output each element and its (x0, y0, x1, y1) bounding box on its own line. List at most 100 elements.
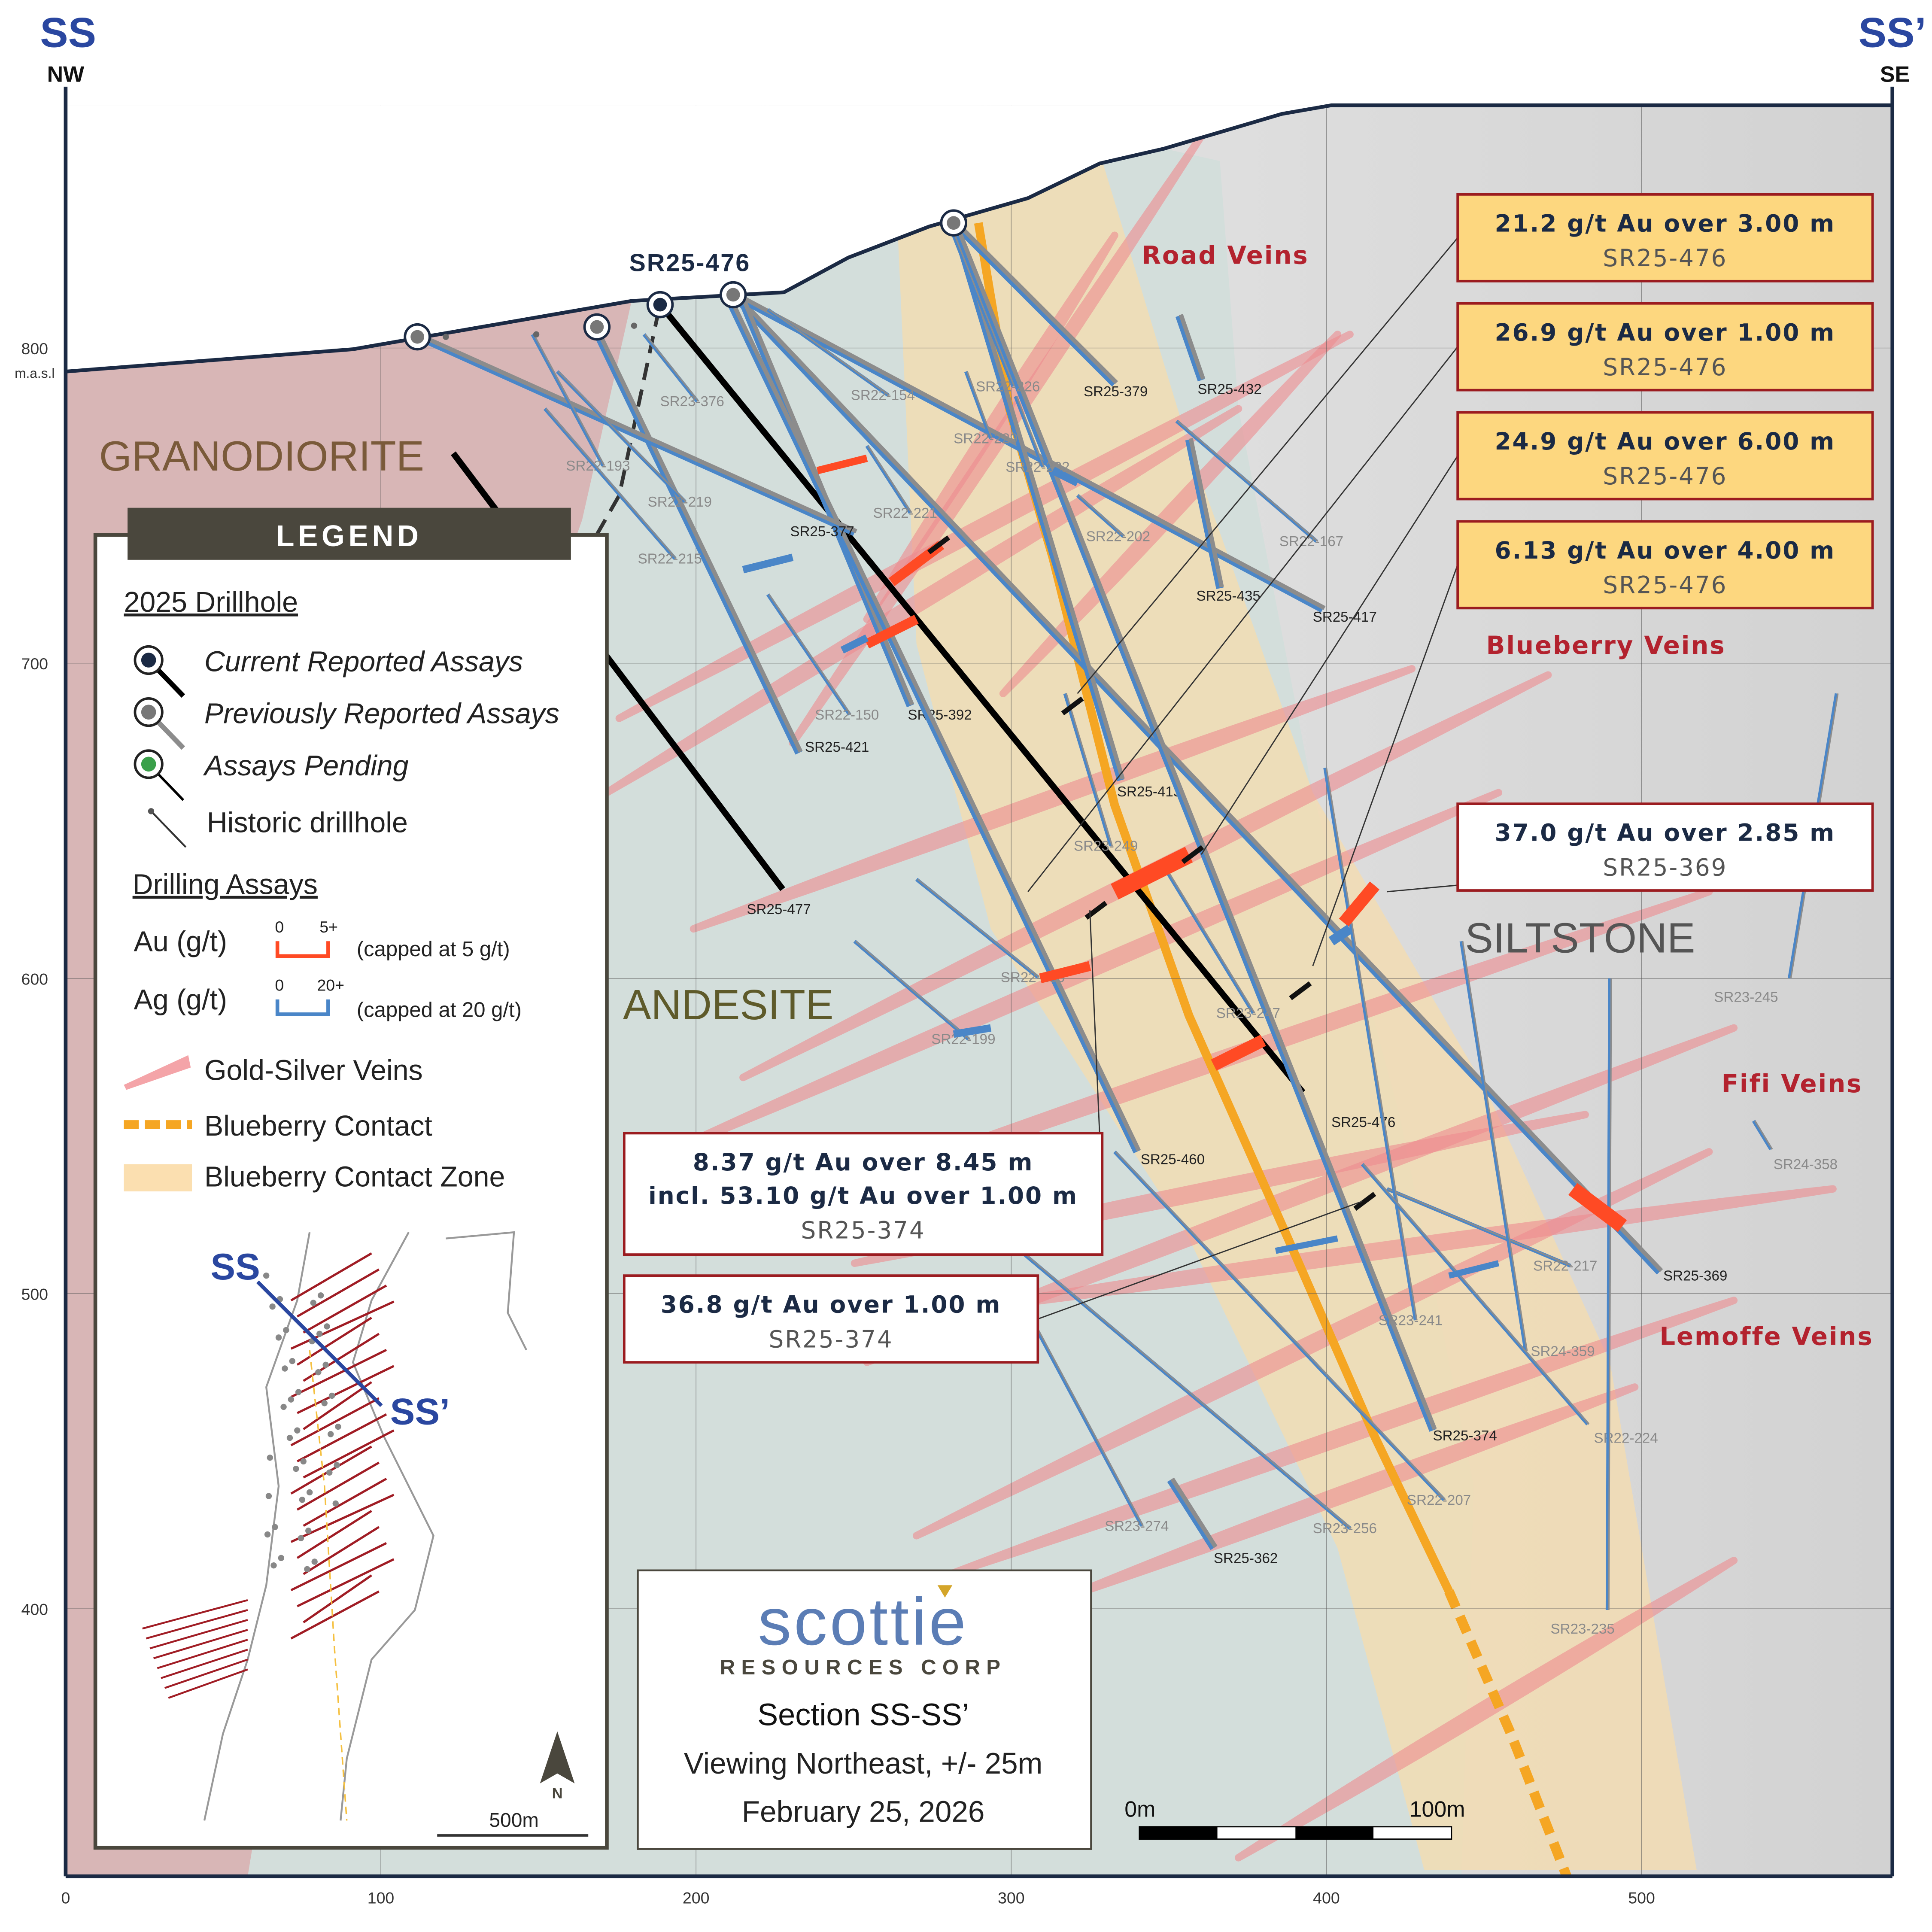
historic-drillhole-sr22-150[interactable]: SR22-150 (766, 593, 879, 723)
ag-scale-min: 0 (275, 976, 284, 994)
interval-marker (1181, 845, 1204, 864)
section-end-label: SS’ (1859, 9, 1926, 56)
collar-icon[interactable] (719, 281, 747, 309)
drillhole-label: SR23-256 (1313, 1521, 1377, 1537)
historic-drillhole-sr24-358[interactable]: SR24-358 (1752, 1120, 1838, 1173)
historic-drillhole-sr22-226[interactable]: SR22-226 (952, 234, 1040, 395)
previous-assays-icon (134, 697, 185, 750)
drillhole-sr25-460[interactable]: SR25-460 (727, 301, 1205, 1168)
callout-hole: SR25-374 (801, 1217, 926, 1244)
map-drill-collar (269, 1303, 276, 1310)
callout-grade: 26.9 g/t Au over 1.00 m (1495, 319, 1836, 346)
map-vein (303, 1477, 387, 1527)
historic-drillhole-sr23-249[interactable]: SR23-249 (1063, 693, 1138, 854)
legend-ag-label: Ag (g/t) (134, 984, 227, 1016)
legend-au-label: Au (g/t) (134, 926, 227, 957)
drillhole-sr25-374[interactable]: SR25-374 (950, 221, 1497, 1444)
drillhole-sr25-417[interactable]: SR25-417 (731, 291, 1377, 625)
historic-drillhole-sr22-224[interactable]: SR22-224 (1361, 1163, 1658, 1446)
historic-drillhole-sr22-167[interactable]: SR22-167 (1175, 419, 1343, 550)
historic-drillhole-sr22-221[interactable]: SR22-221 (865, 445, 937, 521)
collar-icon[interactable] (404, 323, 431, 351)
drillhole-label: SR25-413 (1117, 784, 1181, 800)
map-vein (303, 1526, 380, 1575)
ag-assay-bar (742, 553, 794, 574)
callout-hole: SR25-476 (1603, 571, 1727, 599)
drillhole-label: SR22-217 (1533, 1258, 1597, 1274)
historic-drillhole-sr22-154[interactable]: SR22-154 (766, 308, 915, 404)
drillhole-label: SR23-376 (660, 394, 724, 410)
au-assay-bar (1568, 1183, 1627, 1232)
collar-icon[interactable] (646, 291, 674, 319)
au-scale-max: 5+ (319, 918, 338, 936)
map-drill-collar (304, 1566, 310, 1573)
historic-drillhole-sr24-359[interactable]: SR24-359 (1459, 941, 1595, 1360)
historic-drillhole-sr22-229[interactable]: SR22-229 (954, 371, 1018, 447)
drillhole-sr25-362[interactable]: SR25-362 (1167, 1477, 1278, 1566)
historic-collar-icon (631, 322, 638, 329)
siltstone-label: SILTSTONE (1465, 914, 1695, 961)
drillhole-label: SR22-167 (1279, 534, 1343, 550)
callout-leader (1312, 564, 1458, 966)
historic-drillhole-sr22-202[interactable]: SR22-202 (1076, 494, 1151, 545)
drillhole-sr25-435[interactable]: SR25-435 (1185, 438, 1261, 604)
drillhole-sr25-369[interactable]: SR25-369 (730, 292, 1728, 1284)
section-date: February 25, 2026 (742, 1795, 985, 1828)
map-vein (303, 1381, 372, 1430)
historic-drillhole-sr22-215[interactable]: SR22-215 (543, 407, 702, 567)
historic-drillhole-sr23-247[interactable]: SR23-247 (1162, 866, 1280, 1021)
callout-grade: 24.9 g/t Au over 6.00 m (1495, 428, 1836, 455)
interval-marker (1061, 696, 1084, 716)
drillhole-label: SR25-435 (1197, 588, 1261, 604)
historic-drillhole-sr22-219[interactable]: SR22-219 (556, 370, 712, 510)
map-vein (149, 1619, 248, 1649)
ag-assay-bar (1275, 1235, 1338, 1254)
map-vein (303, 1429, 395, 1479)
map-vein (290, 1542, 387, 1592)
map-drill-collar (280, 1403, 287, 1410)
map-drill-collar (295, 1389, 302, 1395)
map-vein (290, 1252, 372, 1302)
collar-icon[interactable] (940, 209, 967, 237)
historic-drillhole-sr23-235[interactable]: SR23-235 (1551, 978, 1615, 1637)
legend-pending: Assays Pending (203, 750, 409, 782)
ag-assay-bar (1051, 467, 1079, 486)
historic-drillhole-sr23-256[interactable]: SR23-256 (989, 1224, 1377, 1537)
drillhole-label: SR25-377 (790, 524, 854, 540)
drillhole-label: SR22-150 (815, 707, 879, 723)
drillhole-label: SR24-359 (1531, 1344, 1595, 1360)
current-assays-icon (134, 645, 185, 698)
map-vein (297, 1558, 395, 1607)
north-arrow-icon (540, 1731, 575, 1783)
map-drill-collar (289, 1358, 295, 1364)
drillhole-sr25-377[interactable]: SR25-377 (417, 333, 857, 540)
assay-callout: 24.9 g/t Au over 6.00 m SR25-476 (1200, 411, 1874, 855)
vein (863, 231, 1118, 623)
historic-drillhole-sr22-217[interactable]: SR22-217 (1386, 1187, 1598, 1274)
historic-drillhole-sr22-207[interactable]: SR22-207 (1113, 1150, 1471, 1508)
map-section-line (256, 1280, 383, 1407)
historic-drillhole-sr23-376[interactable]: SR23-376 (642, 333, 724, 410)
historic-drillhole-icon (148, 808, 187, 848)
drillhole-label: SR23-235 (1551, 1621, 1615, 1637)
map-drill-collar (310, 1300, 317, 1306)
historic-drillhole-sr23-274[interactable]: SR23-274 (1026, 1312, 1169, 1534)
map-drill-collar (282, 1365, 288, 1372)
lemoffe-veins-label: Lemoffe Veins (1659, 1322, 1873, 1351)
au-assay-bar (1339, 881, 1380, 927)
map-drill-collar (324, 1323, 330, 1330)
historic-drillhole-sr23-241[interactable]: SR23-241 (1323, 767, 1443, 1329)
drillhole-sr25-379[interactable]: SR25-379 (951, 220, 1148, 400)
drillhole-sr25-432[interactable]: SR25-432 (1175, 314, 1262, 398)
map-drill-collar (265, 1493, 272, 1499)
collar-icon[interactable] (583, 313, 611, 341)
drillhole-sr25-421[interactable]: SR25-421 (591, 326, 869, 755)
map-drill-collar (283, 1327, 289, 1334)
map-vein (297, 1365, 395, 1414)
legend-current: Current Reported Assays (204, 646, 523, 677)
logo-accent-icon (937, 1585, 953, 1598)
blueberry-contact-projected (1444, 1589, 1571, 1878)
drillholes: SR25-476SR25-477SR25-369SR25-417SR25-379… (417, 220, 1839, 1637)
map-vein (290, 1300, 395, 1350)
historic-collar-icon (443, 334, 449, 340)
